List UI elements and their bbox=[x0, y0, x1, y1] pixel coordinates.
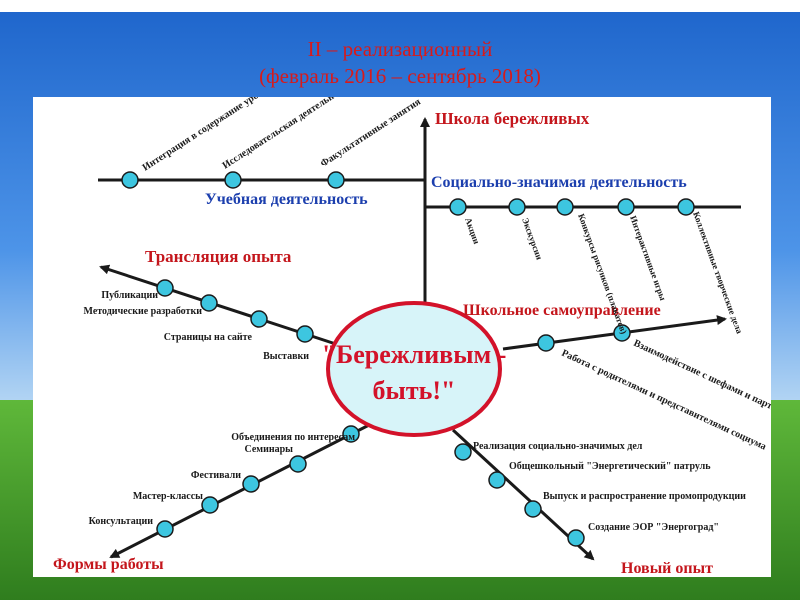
node-forms-1 bbox=[342, 425, 360, 443]
forms-item-4: Мастер-классы bbox=[133, 491, 203, 502]
title-line-2: (февраль 2016 – сентябрь 2018) bbox=[259, 64, 541, 88]
heading-school: Школа бережливых bbox=[435, 109, 590, 128]
forms-item-5: Консультации bbox=[89, 516, 154, 527]
heading-translation: Трансляция опыта bbox=[145, 247, 292, 266]
node-social-5 bbox=[677, 198, 695, 216]
study-label: Учебная деятельность bbox=[205, 191, 368, 208]
node-study-3 bbox=[327, 171, 345, 189]
node-social-4 bbox=[617, 198, 635, 216]
study-item-3: Факультативные занятия bbox=[319, 97, 424, 170]
new-item-3: Выпуск и распространение промопродукции bbox=[543, 491, 746, 502]
node-translation-4 bbox=[296, 325, 314, 343]
translation-item-4: Выставки bbox=[263, 351, 309, 362]
new-item-1: Реализация социально-значимых дел bbox=[473, 441, 643, 452]
forms-item-2: Семинары bbox=[245, 444, 294, 455]
translation-item-3: Страницы на сайте bbox=[164, 332, 253, 343]
social-label: Социально-значимая деятельность bbox=[431, 174, 687, 191]
node-social-3 bbox=[556, 198, 574, 216]
node-social-2 bbox=[508, 198, 526, 216]
forms-item-1: Объединения по интересам bbox=[231, 432, 355, 443]
heading-new: Новый опыт bbox=[621, 560, 713, 577]
social-item-5: Коллективные творческие дела bbox=[691, 210, 745, 335]
social-item-2: Экскурсии bbox=[520, 216, 544, 261]
new-item-4: Создание ЭОР "Энергоград" bbox=[588, 522, 719, 533]
node-selfgov-2 bbox=[613, 324, 631, 342]
title-line-1: II – реализационный bbox=[307, 37, 493, 61]
study-item-1: Интеграция в содержание уроков bbox=[141, 97, 275, 174]
heading-selfgov: Школьное самоуправление bbox=[463, 302, 661, 319]
center-ellipse bbox=[326, 301, 502, 437]
node-selfgov-1 bbox=[537, 334, 555, 352]
new-item-2: Общешкольный "Энергетический" патруль bbox=[509, 461, 711, 472]
center-text-2: быть!" bbox=[373, 376, 456, 405]
node-forms-3 bbox=[242, 475, 260, 493]
node-forms-4 bbox=[201, 496, 219, 514]
center-text-1: "Бережливым - bbox=[322, 340, 507, 369]
selfgov-item-2-text: Работа с родителями и представителями со… bbox=[560, 348, 768, 453]
node-translation-3 bbox=[250, 310, 268, 328]
node-new-1 bbox=[454, 443, 472, 461]
node-translation-1 bbox=[156, 279, 174, 297]
node-study-1 bbox=[121, 171, 139, 189]
node-new-3 bbox=[524, 500, 542, 518]
social-item-4: Интерактивные игры bbox=[628, 214, 668, 302]
node-translation-2 bbox=[200, 294, 218, 312]
selfgov-item-2: Работа с родителями и представителями со… bbox=[560, 348, 768, 453]
mind-map-diagram: "Бережливым - быть!" Школа береж bbox=[53, 97, 771, 577]
translation-item-1: Публикации bbox=[101, 290, 158, 301]
node-new-4 bbox=[567, 529, 585, 547]
forms-line bbox=[109, 421, 374, 559]
slide-title: II – реализационный (февраль 2016 – сент… bbox=[0, 36, 800, 90]
social-item-1: Акции bbox=[463, 216, 482, 245]
translation-item-2: Методические разработки bbox=[84, 306, 203, 317]
node-forms-5 bbox=[156, 520, 174, 538]
node-study-2 bbox=[224, 171, 242, 189]
heading-forms: Формы работы bbox=[53, 556, 164, 573]
forms-item-3: Фестивали bbox=[191, 470, 241, 481]
node-social-1 bbox=[449, 198, 467, 216]
node-forms-2 bbox=[289, 455, 307, 473]
node-new-2 bbox=[488, 471, 506, 489]
diagram-panel: "Бережливым - быть!" Школа береж bbox=[33, 97, 771, 577]
